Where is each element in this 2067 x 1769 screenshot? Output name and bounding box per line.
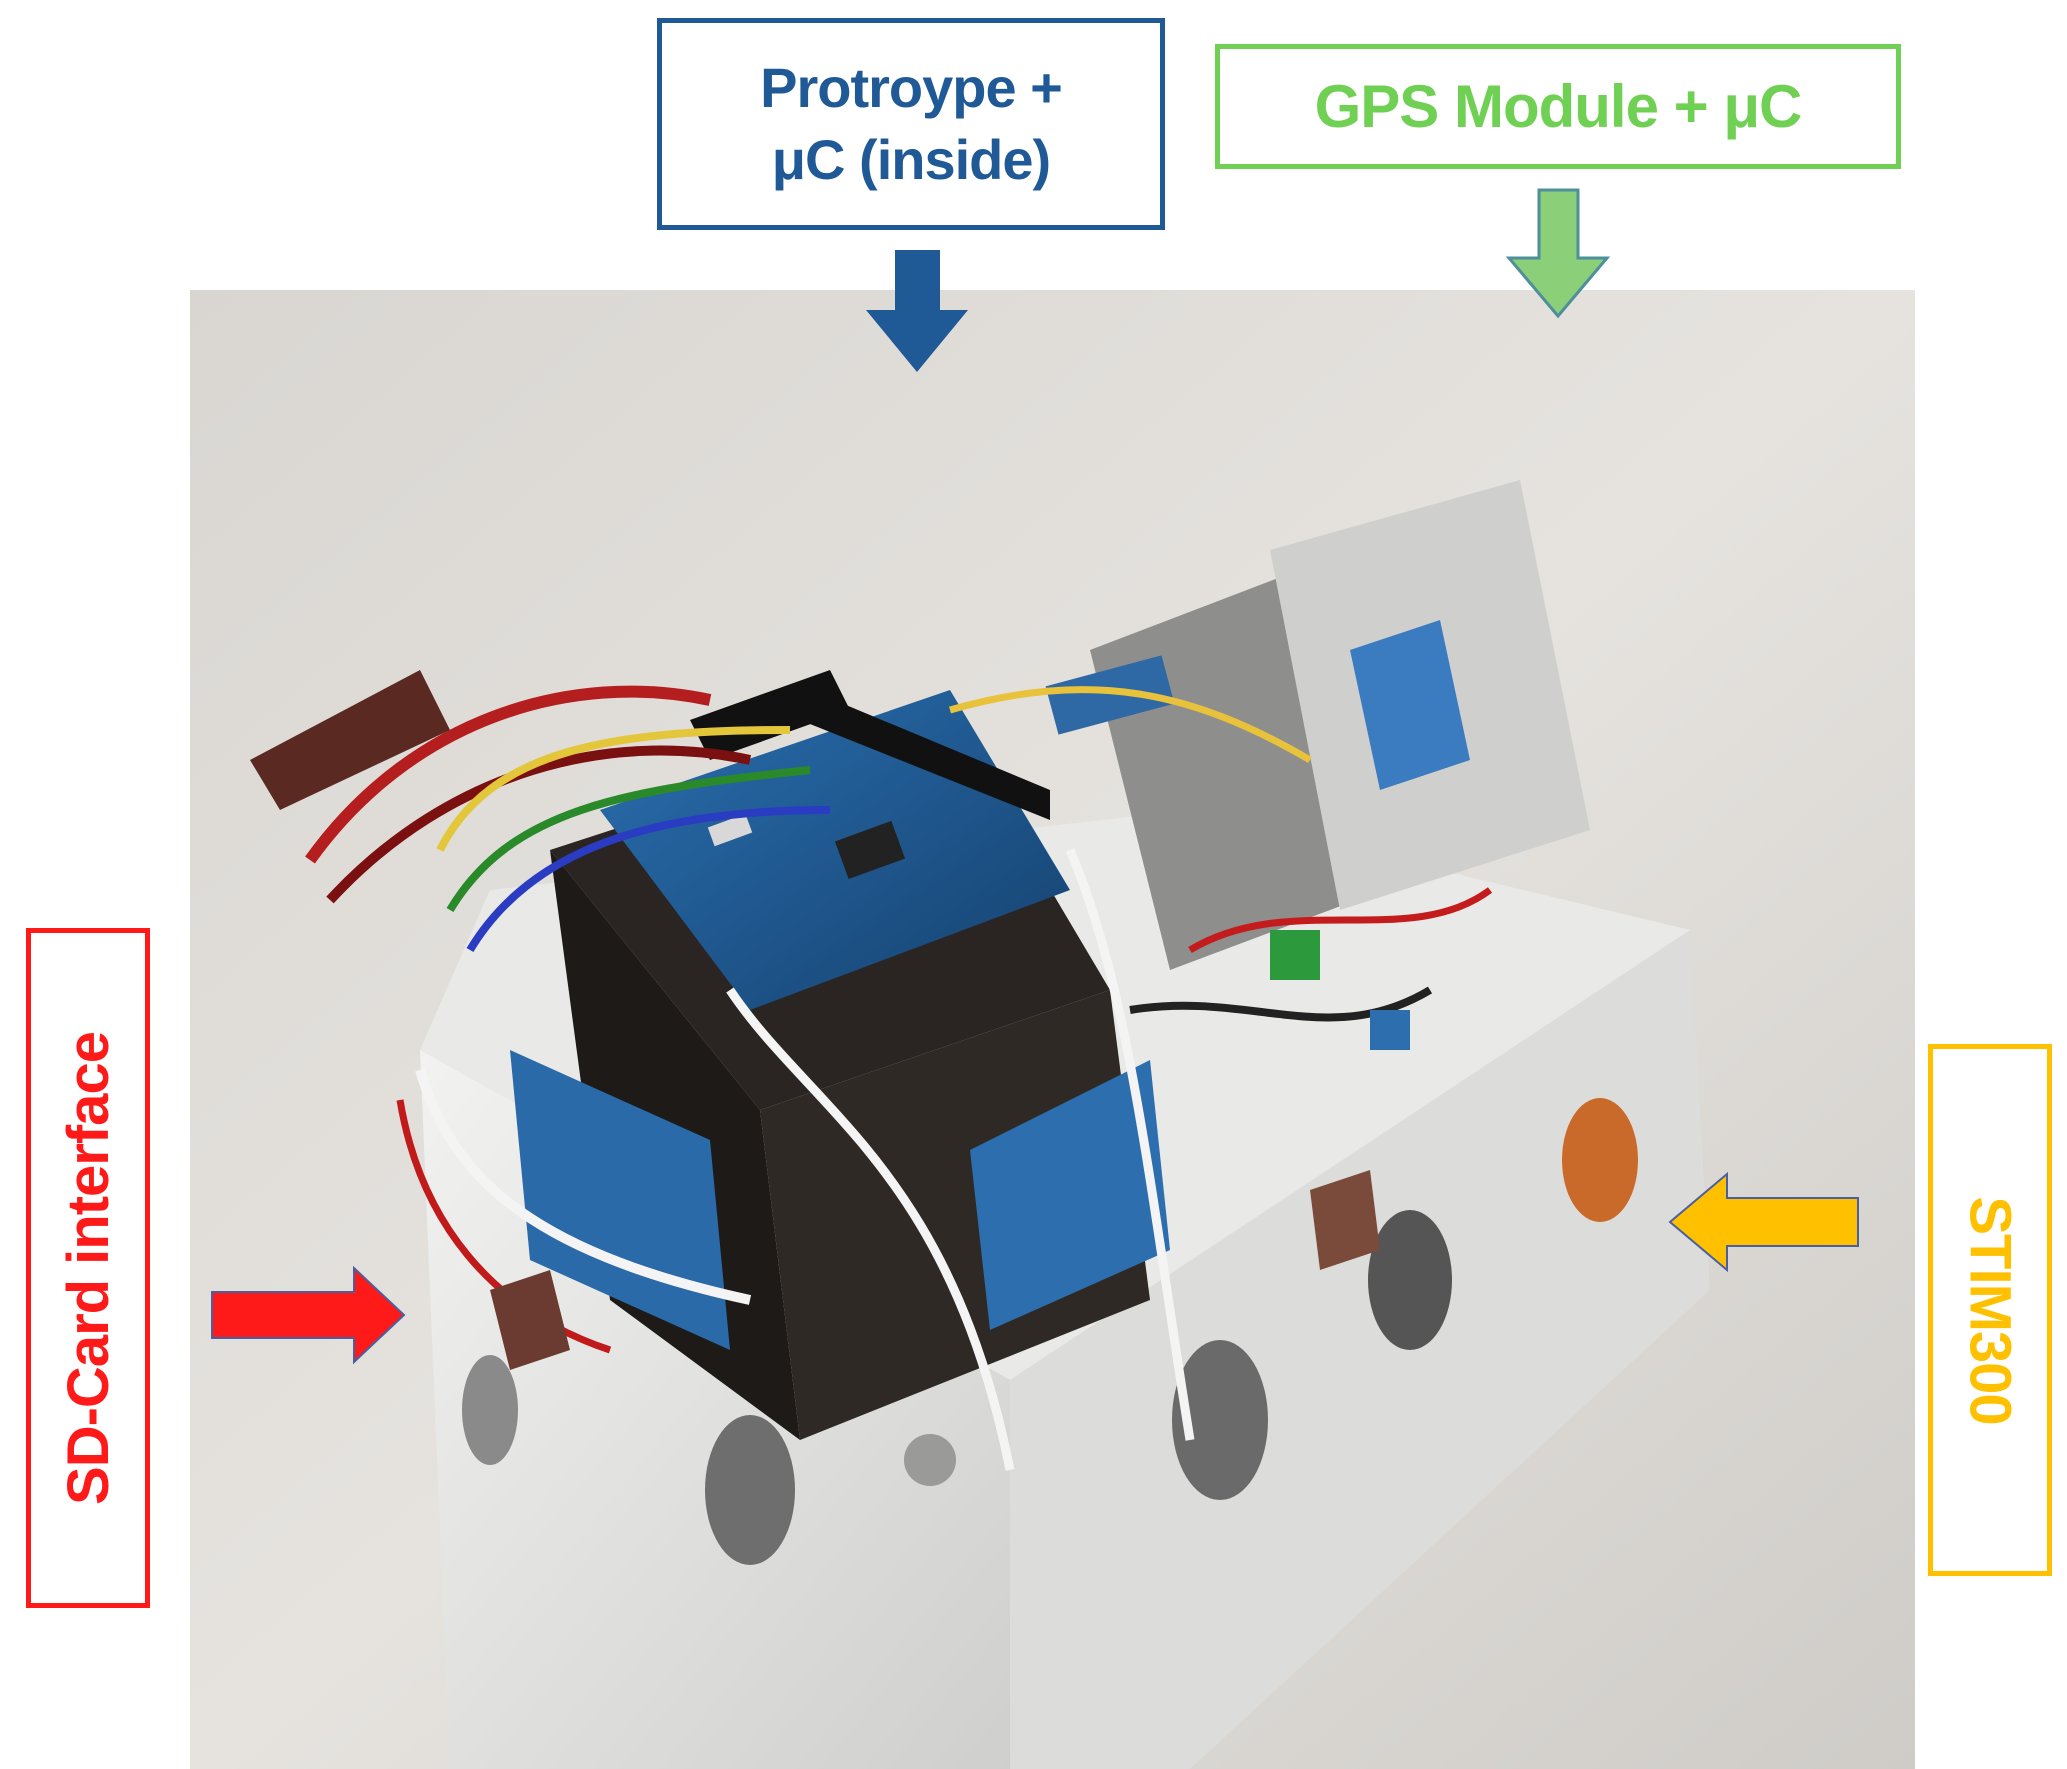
prototype-label-line2: μC (inside) [771,128,1051,191]
sd-card-label-text: SD-Card interface [55,1031,121,1505]
stim300-label-text: STIM300 [1957,1195,2023,1425]
prototype-label-text: Protroype + μC (inside) [760,52,1063,196]
stim300-label-box: STIM300 [1928,1044,2052,1576]
gps-module-label-box: GPS Module + μC [1215,44,1901,169]
sd-card-label-box: SD-Card interface [26,928,150,1608]
gps-module-label-text: GPS Module + μC [1314,73,1803,140]
prototype-label-box: Protroype + μC (inside) [657,18,1165,230]
prototype-hardware-photo [190,290,1915,1769]
prototype-label-line1: Protroype + [760,56,1063,119]
